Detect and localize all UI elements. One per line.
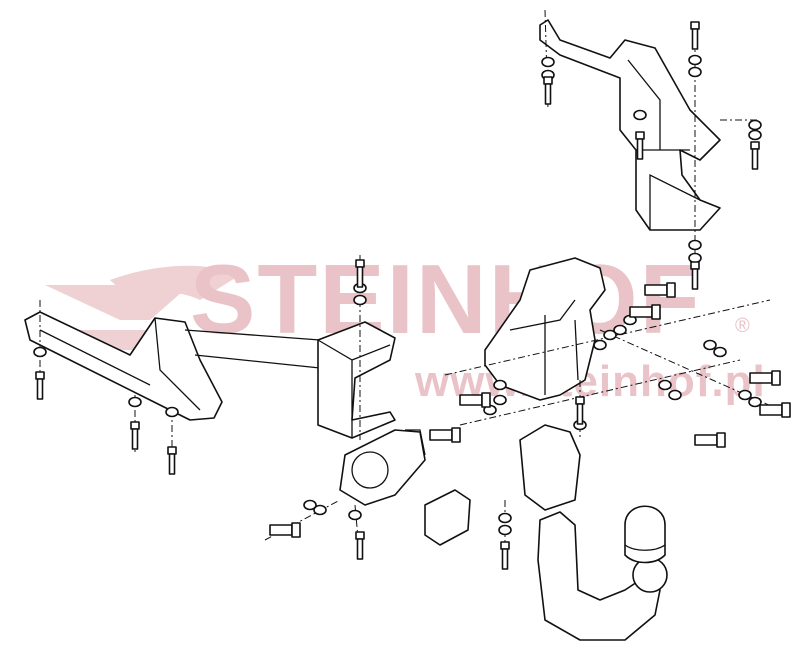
washer-icon xyxy=(348,509,362,521)
tow-ball-neck xyxy=(537,511,668,641)
washer-icon xyxy=(493,379,507,391)
washer-icon xyxy=(165,406,179,418)
bolt-head-icon xyxy=(500,541,510,550)
right-mounting-plate xyxy=(484,257,606,401)
bolt-head-icon xyxy=(750,141,760,150)
bolt-head-icon xyxy=(481,392,491,408)
horizontal-bolt-icon xyxy=(759,404,783,416)
electrical-module xyxy=(424,489,471,546)
washer-icon xyxy=(748,119,762,131)
bolt-head-icon xyxy=(543,76,553,85)
bolt-head-icon xyxy=(635,131,645,140)
socket-mounting-plate xyxy=(339,429,426,506)
washer-icon xyxy=(688,252,702,264)
washer-icon xyxy=(493,394,507,406)
bolt-head-icon xyxy=(451,427,461,443)
bolt-shank-icon xyxy=(751,148,759,170)
horizontal-bolt-icon xyxy=(694,434,718,446)
horizontal-bolt-icon xyxy=(644,284,668,296)
washer-icon xyxy=(613,324,627,336)
bolt-head-icon xyxy=(690,261,700,270)
washer-icon xyxy=(633,109,647,121)
bolt-shank-icon xyxy=(131,428,139,450)
horizontal-bolt-icon xyxy=(269,524,293,536)
bolt-head-icon xyxy=(781,402,791,418)
horizontal-bolt-icon xyxy=(629,306,653,318)
bolt-head-icon xyxy=(130,421,140,430)
bolt-head-icon xyxy=(771,370,781,386)
washer-icon xyxy=(353,294,367,306)
washer-icon xyxy=(33,346,47,358)
washer-icon xyxy=(593,339,607,351)
washer-icon xyxy=(703,339,717,351)
washer-icon xyxy=(688,66,702,78)
tow-ball-cap xyxy=(624,505,666,564)
cross-beam xyxy=(184,329,321,369)
center-u-bracket xyxy=(317,321,396,439)
bolt-head-icon xyxy=(575,396,585,405)
washer-icon xyxy=(658,379,672,391)
bolt-shank-icon xyxy=(501,548,509,570)
washer-icon xyxy=(603,329,617,341)
fasteners xyxy=(33,21,791,570)
bolt-head-icon xyxy=(355,259,365,268)
bolt-head-icon xyxy=(716,432,726,448)
coupling-housing xyxy=(519,424,581,511)
washer-icon xyxy=(748,129,762,141)
bolt-shank-icon xyxy=(691,28,699,50)
washer-icon xyxy=(688,54,702,66)
left-side-bracket xyxy=(24,311,223,421)
bolt-shank-icon xyxy=(36,378,44,400)
bolt-shank-icon xyxy=(356,266,364,288)
washer-icon xyxy=(128,396,142,408)
bolt-head-icon xyxy=(355,531,365,540)
bolt-head-icon xyxy=(651,304,661,320)
washer-icon xyxy=(313,504,327,516)
horizontal-bolt-icon xyxy=(459,394,483,406)
bolt-head-icon xyxy=(291,522,301,538)
washer-icon xyxy=(688,239,702,251)
washer-icon xyxy=(541,56,555,68)
washer-icon xyxy=(668,389,682,401)
bolt-head-icon xyxy=(690,21,700,30)
bolt-head-icon xyxy=(167,446,177,455)
bolt-shank-icon xyxy=(544,83,552,105)
bolt-shank-icon xyxy=(168,453,176,475)
horizontal-bolt-icon xyxy=(749,372,773,384)
bolt-head-icon xyxy=(35,371,45,380)
washer-icon xyxy=(748,396,762,408)
bolt-shank-icon xyxy=(356,538,364,560)
upper-right-bracket xyxy=(539,19,721,231)
washer-icon xyxy=(498,512,512,524)
bolt-shank-icon xyxy=(576,403,584,425)
washer-icon xyxy=(498,524,512,536)
horizontal-bolt-icon xyxy=(429,429,453,441)
bolt-shank-icon xyxy=(691,268,699,290)
washer-icon xyxy=(713,346,727,358)
washer-icon xyxy=(738,389,752,401)
washer-icon xyxy=(303,499,317,511)
bolt-head-icon xyxy=(666,282,676,298)
bolt-shank-icon xyxy=(636,138,644,160)
